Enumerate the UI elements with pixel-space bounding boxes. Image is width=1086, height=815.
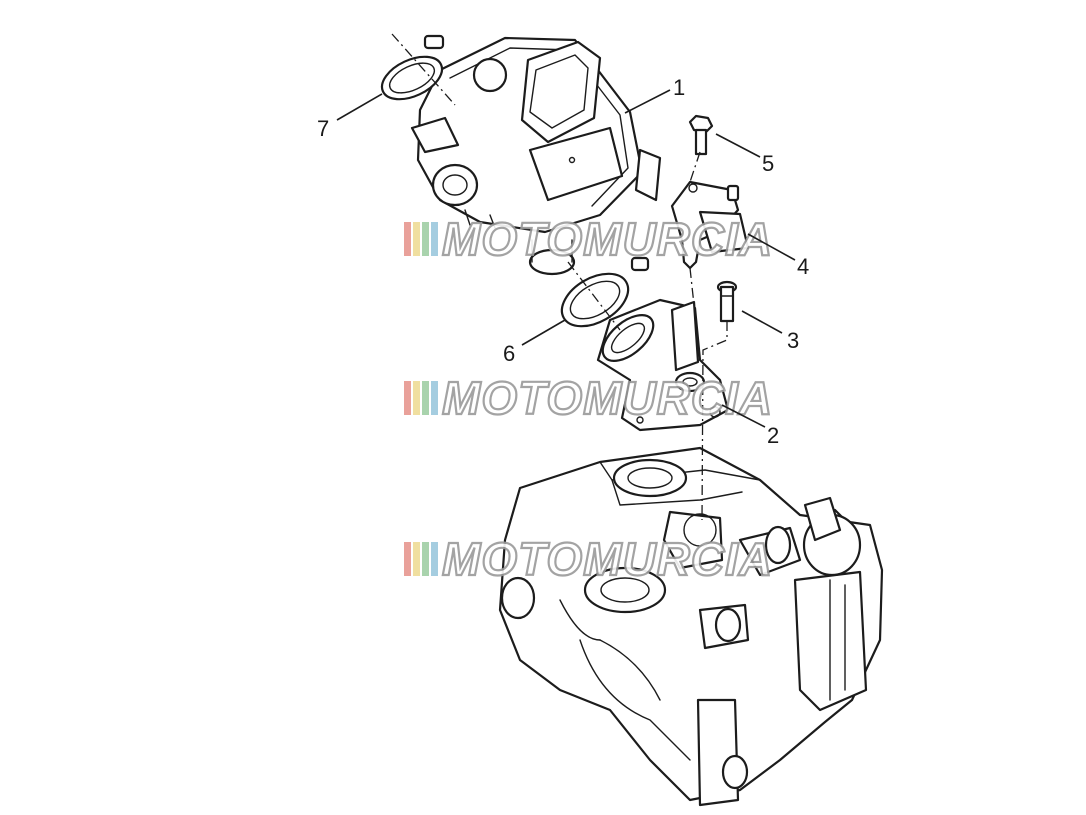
intake-manifold [596,298,730,432]
watermark-stripe [413,222,420,256]
cylinder-head [498,446,884,807]
callout-5: 5 [762,151,774,176]
callout-1: 1 [673,75,685,100]
assembly-axes [391,33,728,521]
callout-labels: 1 2 3 4 5 6 7 [317,75,809,448]
watermark-stripe [431,381,438,415]
leader-lines [336,89,796,428]
leader-line-3 [741,310,783,334]
watermark-stripe [404,381,411,415]
leader-line-4 [747,233,796,261]
watermark-text: MOTOMURCIA [442,372,773,424]
watermark-stripe [431,222,438,256]
leader-line-5 [715,133,761,158]
watermark-stripe [422,542,429,576]
watermark-stripe [422,222,429,256]
watermark-stripe [404,542,411,576]
leader-line-6 [521,319,566,346]
bolt-5 [688,114,714,156]
callout-6: 6 [503,341,515,366]
leader-line-7 [336,93,383,121]
leader-line-2 [721,404,766,428]
clamp-6 [560,256,650,328]
watermark-text: MOTOMURCIA [442,213,773,265]
watermark-stripe [422,381,429,415]
watermark-text: MOTOMURCIA [442,533,773,585]
watermark-stripe [413,542,420,576]
watermark-stripe [413,381,420,415]
callout-3: 3 [787,328,799,353]
watermark-top: MOTOMURCIA [404,212,773,266]
watermark-stripe [404,222,411,256]
injector-4 [670,180,750,270]
throttle-body [410,36,662,276]
watermark-stripe [431,542,438,576]
clamp-7 [380,34,445,101]
callout-7: 7 [317,116,329,141]
watermark-bottom: MOTOMURCIA [404,532,773,586]
screw-3 [716,280,738,323]
watermark-middle: MOTOMURCIA [404,371,773,425]
callout-4: 4 [797,254,809,279]
callout-2: 2 [767,423,779,448]
leader-line-1 [624,89,671,114]
